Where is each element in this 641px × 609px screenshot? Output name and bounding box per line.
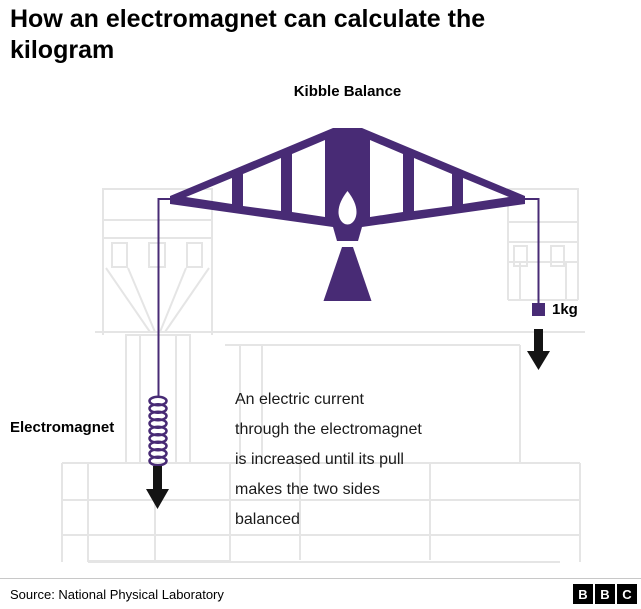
hang-wire-right bbox=[525, 198, 540, 304]
source-attribution: Source: National Physical Laboratory bbox=[10, 587, 224, 602]
down-arrow-right-icon bbox=[527, 329, 550, 370]
annotation-line: An electric current bbox=[235, 391, 364, 408]
coil-icon bbox=[148, 395, 168, 467]
hub-teardrop-cutout bbox=[338, 191, 357, 225]
annotation-text: An electric current through the electrom… bbox=[235, 385, 422, 535]
down-arrow-left-icon bbox=[146, 466, 169, 509]
apparatus-sketch bbox=[61, 188, 585, 563]
mass-label: 1kg bbox=[552, 301, 578, 318]
annotation-line: through the electromagnet bbox=[235, 421, 422, 438]
annotation-line: balanced bbox=[235, 511, 300, 528]
page-title: How an electromagnet can calculate the k… bbox=[10, 5, 486, 64]
mass-square-icon bbox=[532, 303, 545, 316]
footer-divider bbox=[0, 578, 641, 579]
bbc-logo-block: B bbox=[595, 584, 615, 604]
bbc-logo-block: C bbox=[617, 584, 637, 604]
annotation-line: is increased until its pull bbox=[235, 451, 404, 468]
hang-wire-left bbox=[157, 198, 170, 398]
kibble-balance-beam-icon bbox=[170, 128, 525, 301]
bbc-logo-block: B bbox=[573, 584, 593, 604]
kibble-balance-label: Kibble Balance bbox=[293, 83, 402, 100]
beam-hub bbox=[333, 227, 362, 241]
beam-pedestal bbox=[323, 247, 372, 301]
bbc-logo: B B C bbox=[573, 584, 637, 604]
electromagnet-label: Electromagnet bbox=[10, 419, 115, 436]
annotation-line: makes the two sides bbox=[235, 481, 380, 498]
